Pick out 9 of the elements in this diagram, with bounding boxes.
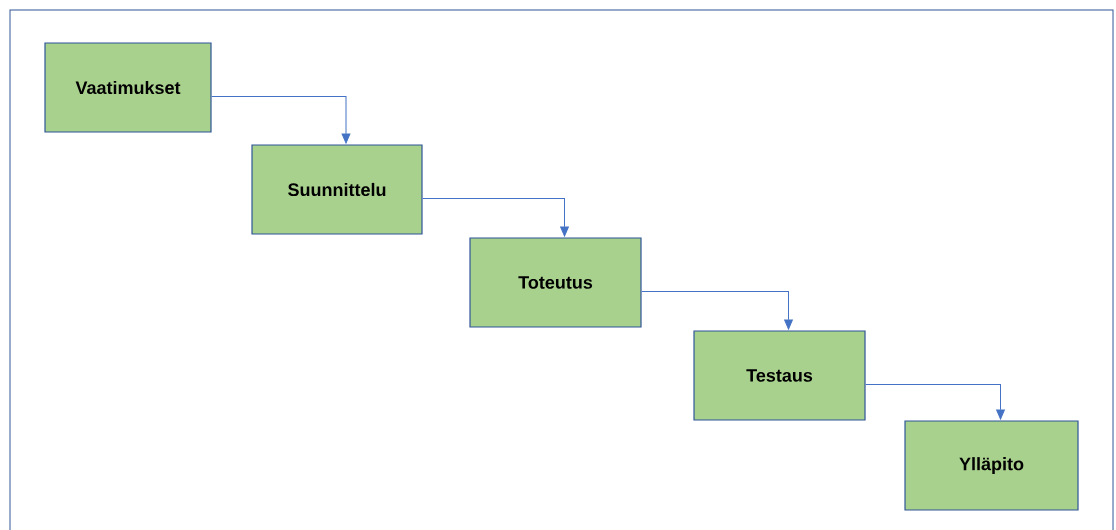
process-box: Toteutus bbox=[469, 237, 642, 328]
arrow bbox=[211, 96, 351, 144]
process-box: Suunnittelu bbox=[251, 144, 423, 235]
arrow bbox=[865, 384, 1005, 420]
process-box: Testaus bbox=[693, 330, 866, 421]
arrow bbox=[641, 291, 793, 330]
arrow bbox=[422, 198, 569, 237]
process-box: Vaatimukset bbox=[44, 42, 212, 133]
process-box: Ylläpito bbox=[904, 420, 1079, 511]
